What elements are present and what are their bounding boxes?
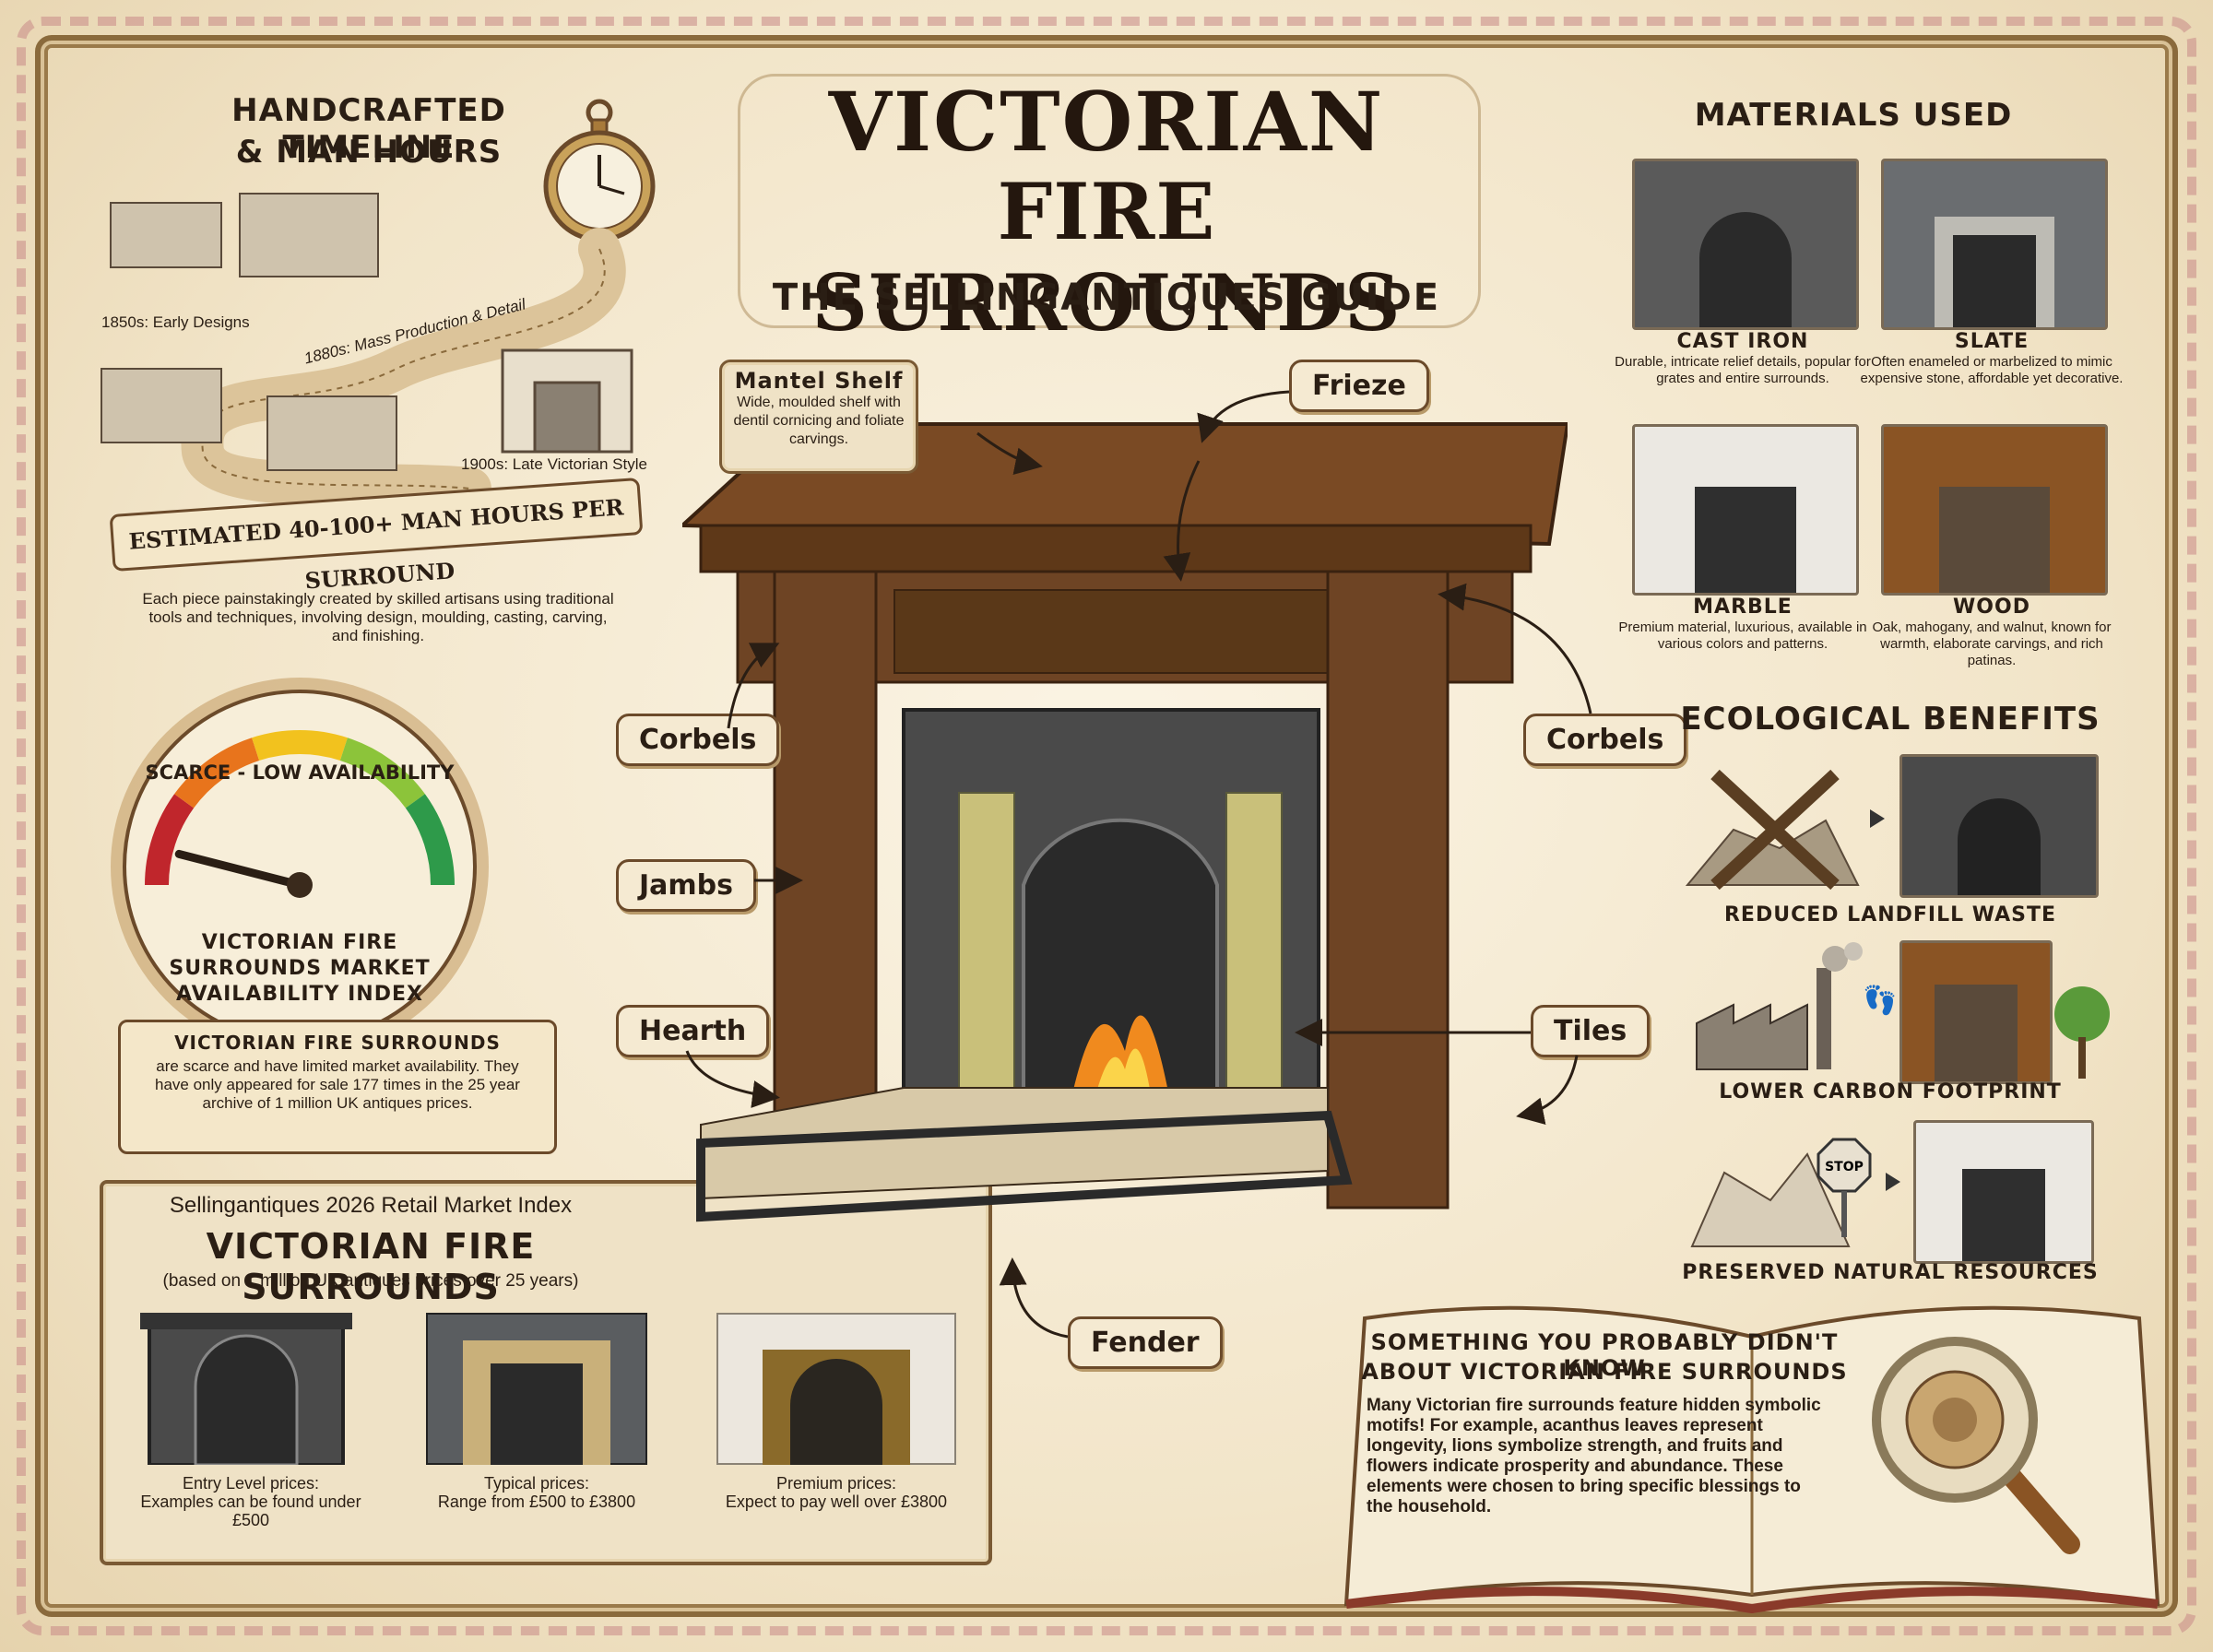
tier-typical-text: Range from £500 to £3800 (437, 1493, 636, 1511)
timeline-heading-1: HANDCRAFTED TIMELINE (231, 92, 506, 166)
did-you-know-text: Many Victorian fire surrounds feature hi… (1367, 1396, 1821, 1516)
market-index-box: Sellingantiques 2026 Retail Market Index… (100, 1180, 992, 1565)
mantel-shelf-callout: Mantel Shelf Wide, moulded shelf with de… (719, 360, 918, 474)
material-marble-image (1632, 424, 1859, 596)
stop-sign-icon: STOP (1817, 1138, 1872, 1237)
stop-sign-text: STOP (1825, 1160, 1864, 1174)
market-index-line-2: VICTORIAN FIRE SURROUNDS (206, 1226, 536, 1307)
magnifying-glass-icon (1872, 1337, 2080, 1554)
mantel-shelf-text: Wide, moulded shelf with dentil cornicin… (733, 395, 905, 447)
tier-typical-label: Typical prices: (483, 1474, 590, 1493)
arrow-right-icon-2 (1886, 1173, 1900, 1191)
scarcity-scroll: VICTORIAN FIRE SURROUNDS are scarce and … (118, 1020, 557, 1154)
did-you-know-heading-1: SOMETHING YOU PROBABLY DIDN'T KNOW (1370, 1329, 1839, 1381)
tier-premium-text: Expect to pay well over £3800 (725, 1493, 948, 1511)
label-tiles: Tiles (1531, 1005, 1651, 1057)
material-marble-name: MARBLE (1693, 596, 1793, 619)
ornate-frame (35, 35, 2178, 1617)
scarcity-title: VICTORIAN FIRE SURROUNDS (174, 1032, 501, 1054)
timeline-description: Each piece painstakingly created by skil… (142, 590, 614, 644)
gauge-needle (174, 849, 304, 890)
gauge-segment (252, 730, 348, 761)
title-line-2: FIRE SURROUNDS (811, 166, 1402, 348)
fireplace-illustration (682, 422, 1568, 1222)
label-hearth: Hearth (616, 1005, 770, 1057)
eco-fireplace-3-image (1913, 1120, 2094, 1264)
ecology-heading: ECOLOGICAL BENEFITS (1680, 701, 2101, 738)
gauge-segment (405, 794, 455, 886)
material-wood-image (1881, 424, 2108, 596)
tier-entry: Entry Level prices: Examples can be foun… (140, 1313, 361, 1552)
eco-fireplace-2-image (1899, 940, 2053, 1084)
material-wood-name: WOOD (1953, 596, 2030, 619)
footprint-icon: 👣 (1863, 985, 1898, 1017)
timeline-path (101, 193, 633, 510)
label-frieze: Frieze (1289, 360, 1429, 412)
pocket-watch-icon (543, 99, 656, 242)
gauge-segment (174, 738, 260, 808)
mantel-shelf-title: Mantel Shelf (734, 368, 904, 394)
landfill-icon (1685, 769, 1860, 891)
gauge-title-3: AVAILABILITY INDEX (176, 983, 423, 1006)
title-block: VICTORIAN FIRE SURROUNDS THE SELLINGANTI… (719, 55, 1494, 348)
did-you-know-heading-2: ABOUT VICTORIAN FIRE SURROUNDS (1361, 1359, 1848, 1385)
tier-entry-text: Examples can be found under £500 (140, 1493, 361, 1529)
label-corbels-left: Corbels (616, 714, 780, 766)
arrow-right-icon (1870, 809, 1885, 828)
ribbon-border (17, 17, 2196, 1635)
material-slate-image (1881, 159, 2108, 330)
gauge-title-1: VICTORIAN FIRE (201, 931, 398, 954)
ecology-item-1: REDUCED LANDFILL WASTE (1723, 903, 2056, 926)
tiled-fireplace-icon (424, 1311, 649, 1467)
scarcity-text: are scarce and have limited market avail… (155, 1057, 520, 1112)
tier-premium: Premium prices: Expect to pay well over … (703, 1311, 970, 1552)
material-wood-text: Oak, mahogany, and walnut, known for war… (1872, 620, 2112, 668)
label-jambs: Jambs (616, 859, 756, 912)
fireplace-sketch (501, 348, 633, 454)
label-fender: Fender (1068, 1316, 1223, 1369)
gauge-segment (145, 794, 195, 886)
tier-entry-label: Entry Level prices: (182, 1474, 320, 1493)
material-cast-iron-image (1632, 159, 1859, 330)
gauge-title-2: SURROUNDS MARKET (169, 957, 431, 980)
marble-fireplace-icon (715, 1311, 958, 1467)
ecology-item-2: LOWER CARBON FOOTPRINT (1719, 1080, 2062, 1103)
material-slate-text: Often enameled or marbelized to mimic ex… (1860, 354, 2124, 386)
timeline-heading-2: & MAN HOURS (235, 134, 503, 171)
market-index-line-1: Sellingantiques 2026 Retail Market Index (169, 1193, 573, 1218)
title-line-1: VICTORIAN (828, 74, 1385, 170)
tier-premium-label: Premium prices: (775, 1474, 897, 1493)
gauge-segment (339, 738, 425, 808)
timeline-stage-1: 1850s: Early Designs (101, 313, 250, 331)
factory-icon (1696, 942, 1863, 1070)
tree-icon (2054, 986, 2110, 1079)
material-slate-name: SLATE (1954, 330, 2030, 353)
title-flourish (738, 74, 1481, 328)
material-cast-iron-name: CAST IRON (1676, 330, 1809, 353)
ecology-item-3: PRESERVED NATURAL RESOURCES (1682, 1261, 2099, 1284)
label-corbels-right: Corbels (1523, 714, 1687, 766)
tier-typical: Typical prices: Range from £500 to £3800 (408, 1311, 666, 1552)
gauge-arc-label: SCARCE - LOW AVAILABILITY (146, 761, 456, 784)
title-subtitle: THE SELLINGANTIQUES GUIDE (772, 277, 1441, 319)
availability-gauge: SCARCE - LOW AVAILABILITY (111, 678, 489, 1056)
material-cast-iron-text: Durable, intricate relief details, popul… (1615, 354, 1871, 386)
market-index-line-3: (based on 1 million UK antiques prices o… (162, 1271, 579, 1291)
materials-heading: MATERIALS USED (1694, 97, 2013, 134)
eco-fireplace-1-image (1899, 754, 2099, 898)
timeline-stage-3: 1900s: Late Victorian Style (461, 455, 647, 473)
artisans-sketch (101, 193, 397, 471)
quarry-icon (1690, 1152, 1851, 1247)
material-marble-text: Premium material, luxurious, available i… (1618, 620, 1867, 652)
gauge-needle-line (174, 849, 304, 890)
